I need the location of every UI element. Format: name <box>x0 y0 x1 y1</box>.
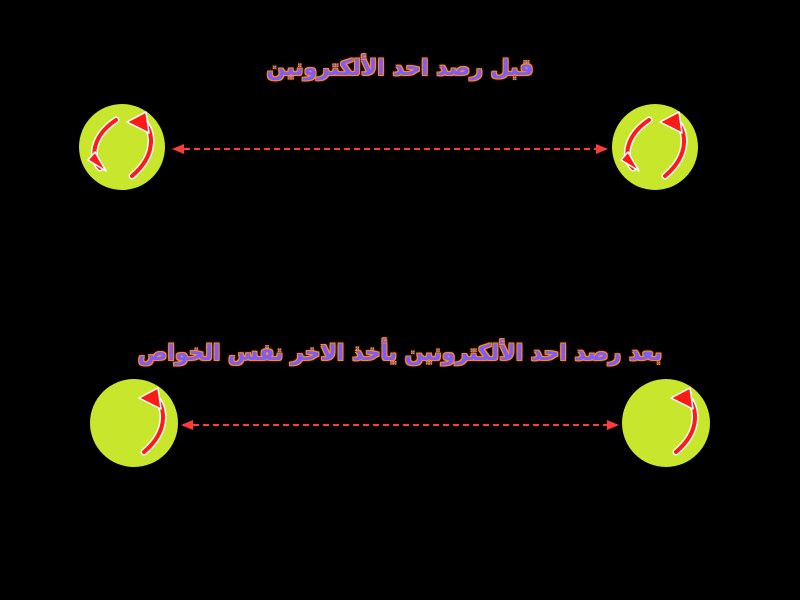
spin-up-arrow-icon <box>126 111 155 180</box>
electron-top-left <box>79 104 165 190</box>
spin-down-arrow-icon <box>620 116 653 172</box>
caption-before-measurement: قبل رصد احد الألكترونين <box>266 56 534 81</box>
spin-up-arrow-icon <box>659 111 688 180</box>
caption-after-measurement: بعد رصد احد الألكترونين يأخذ الاخر نفس ا… <box>137 341 663 366</box>
spin-up-arrow-icon <box>138 387 167 456</box>
electron-bottom-right <box>622 379 710 467</box>
electron-top-right <box>612 104 698 190</box>
spin-up-arrow-icon <box>670 387 699 456</box>
spin-down-arrow-icon <box>87 116 120 172</box>
electron-bottom-left <box>90 379 178 467</box>
